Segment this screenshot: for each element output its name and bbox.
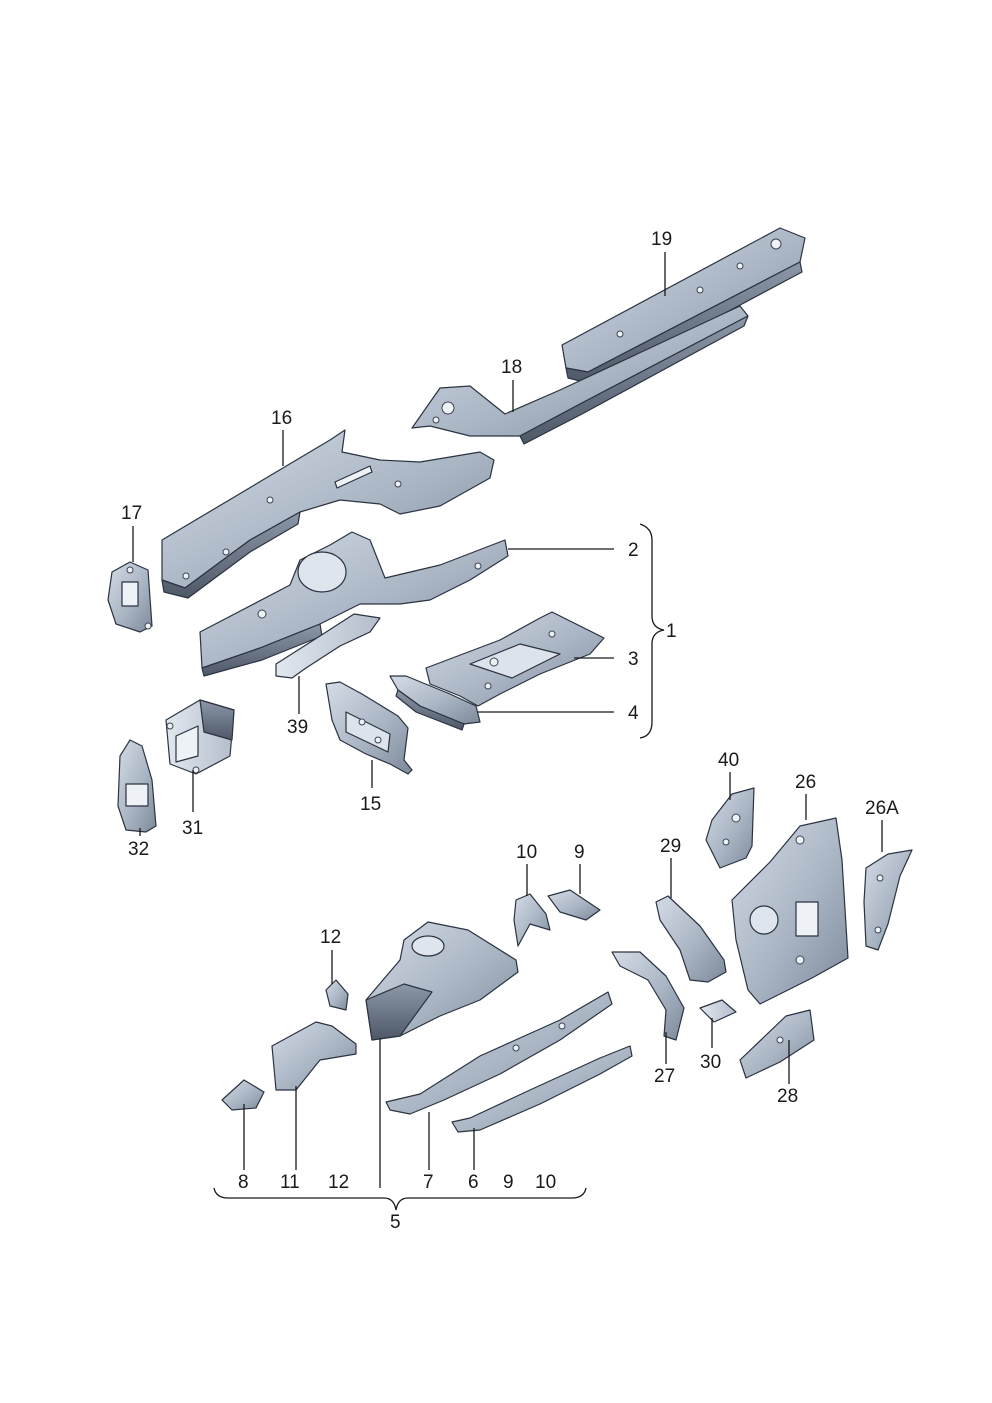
part-11-wheel-arch — [271, 1021, 357, 1091]
part-2-side-member — [199, 531, 509, 677]
part-7-rail — [385, 991, 613, 1115]
part-18-side-member — [411, 305, 749, 445]
part-32-gasket — [117, 739, 157, 833]
part-40-bracket — [705, 787, 755, 869]
callout-5: 5 — [390, 1212, 401, 1233]
part-30-plate — [699, 999, 737, 1023]
callout-16: 16 — [271, 408, 292, 429]
part-26-pillar — [731, 817, 849, 1005]
callout-9-top: 9 — [574, 842, 585, 863]
part-26A-bracket — [863, 849, 913, 951]
callout-27: 27 — [654, 1066, 675, 1087]
callout-28: 28 — [777, 1086, 798, 1107]
part-8-bracket — [221, 1079, 265, 1111]
callout-9-bottom: 9 — [503, 1172, 514, 1193]
part-9-bracket — [547, 889, 601, 921]
callout-40: 40 — [718, 750, 739, 771]
part-31-box-bracket — [165, 699, 235, 775]
callout-3: 3 — [628, 649, 639, 670]
callout-30: 30 — [700, 1052, 721, 1073]
part-27-arch — [611, 951, 685, 1041]
callout-39: 39 — [287, 717, 308, 738]
callout-18: 18 — [501, 357, 522, 378]
callout-6: 6 — [468, 1172, 479, 1193]
callout-26A: 26A — [865, 798, 899, 819]
callout-10-bottom: 10 — [535, 1172, 556, 1193]
callout-11: 11 — [280, 1172, 300, 1193]
part-10-bracket — [513, 893, 551, 947]
part-28-bracket — [739, 1009, 815, 1079]
callout-7: 7 — [423, 1172, 434, 1193]
callout-4: 4 — [628, 703, 639, 724]
callout-15: 15 — [360, 794, 381, 815]
callout-labels: 19 18 16 17 2 1 3 4 39 15 31 32 40 26 26… — [121, 229, 899, 1233]
callout-12-top: 12 — [320, 927, 341, 948]
callout-32: 32 — [128, 839, 149, 860]
callout-1: 1 — [666, 621, 677, 642]
part-6-rail — [451, 1045, 633, 1133]
part-12-bracket — [325, 979, 349, 1011]
part-4-cross-member — [389, 675, 481, 731]
callout-12-bottom: 12 — [328, 1172, 349, 1193]
callout-26: 26 — [795, 772, 816, 793]
part-39-cover — [275, 613, 381, 679]
callout-8: 8 — [238, 1172, 249, 1193]
leader-lines — [132, 252, 883, 1211]
part-16-floor-member — [161, 429, 495, 599]
callout-29: 29 — [660, 836, 681, 857]
callout-17: 17 — [121, 503, 142, 524]
part-5-rear-floor — [365, 921, 519, 1041]
callout-31: 31 — [182, 818, 203, 839]
part-3-floor-pan — [425, 611, 605, 707]
callout-2: 2 — [628, 540, 639, 561]
part-17-bracket — [107, 561, 153, 633]
part-19-rail — [561, 227, 806, 385]
part-29-reinforcement — [655, 895, 727, 983]
callout-19: 19 — [651, 229, 672, 250]
part-15-panel — [325, 681, 413, 775]
callout-10-top: 10 — [516, 842, 537, 863]
